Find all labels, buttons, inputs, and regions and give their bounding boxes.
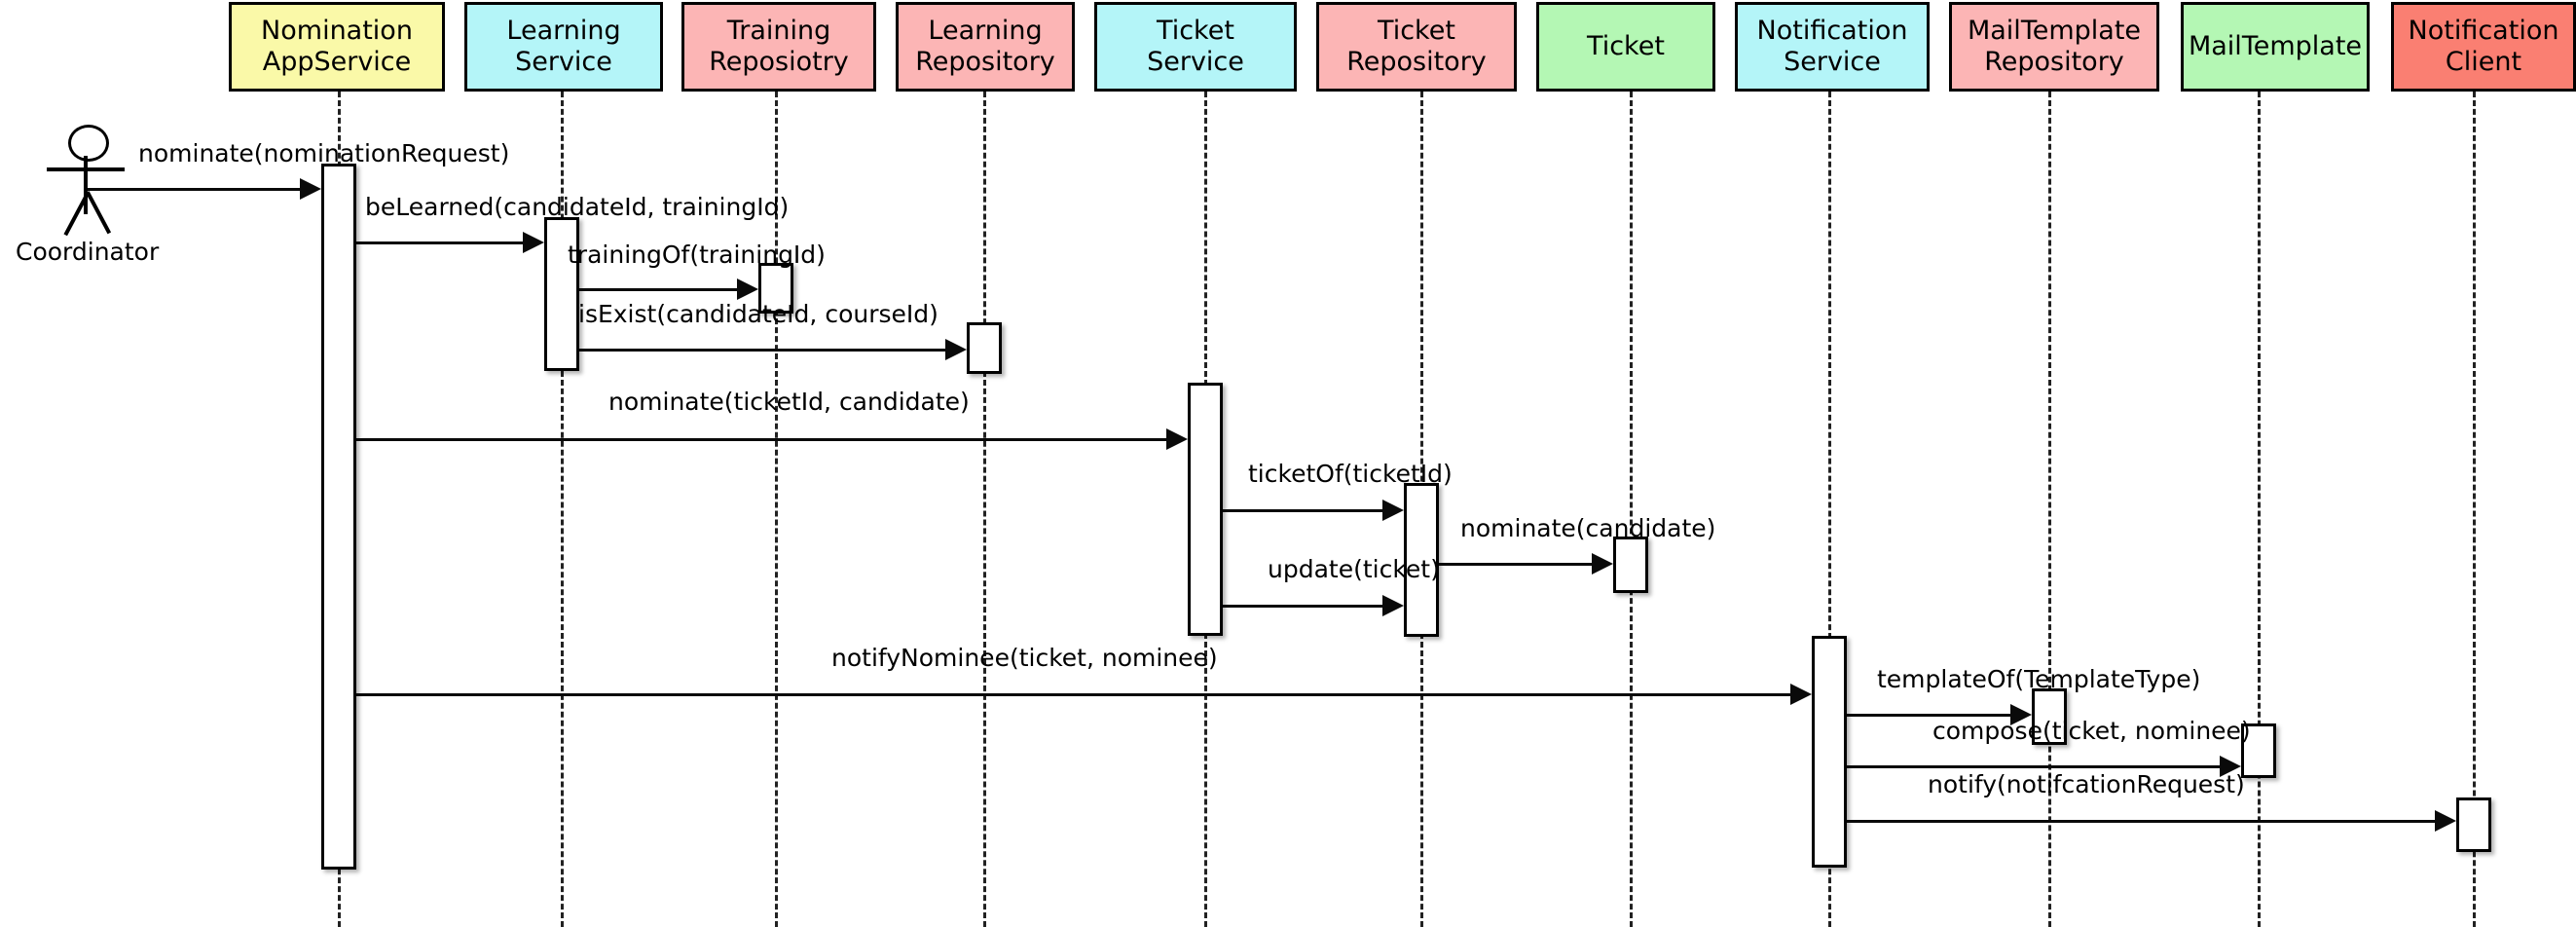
message-arrowhead-msg-nominate-request [300,178,321,200]
message-line-msg-nominate-ticket [356,438,1170,441]
message-arrowhead-msg-be-learned [523,232,544,253]
message-arrowhead-msg-training-of [737,278,758,300]
message-line-msg-compose [1847,765,2224,768]
message-arrowhead-msg-update-ticket [1382,595,1404,616]
activation-bar-training-repository[interactable] [758,263,793,314]
message-label-msg-ticket-of: ticketOf(ticketId) [1248,460,1453,488]
message-label-msg-training-of: trainingOf(trainingId) [568,241,826,269]
message-arrowhead-msg-notify [2435,810,2456,832]
message-arrowhead-msg-compose [2220,756,2241,777]
actor-head-icon [68,125,109,162]
lifeline-dash-notification-service [1828,92,1831,927]
activation-bar-ticket[interactable] [1613,537,1648,593]
lifeline-header-mailtemplate[interactable]: MailTemplate [2181,2,2370,92]
message-label-msg-nominate-candidate: nominate(candidate) [1460,514,1716,542]
lifeline-dash-training-repository [775,92,778,927]
message-line-msg-notify [1847,820,2439,823]
message-label-msg-update-ticket: update(ticket) [1268,555,1440,583]
lifeline-header-ticket[interactable]: Ticket [1536,2,1715,92]
lifeline-dash-mailtemplate-repository [2048,92,2051,927]
lifeline-label-ticket: Ticket [1587,31,1665,62]
lifeline-label-mailtemplate: MailTemplate [2188,31,2363,62]
lifeline-dash-learning-service [561,92,564,927]
lifeline-dash-notification-client [2473,92,2476,927]
message-label-msg-notify: notify(notifcationRequest) [1928,770,2245,798]
activation-bar-notification-service[interactable] [1812,636,1847,868]
message-label-msg-compose: compose(ticket, nominee) [1932,717,2251,745]
activation-bar-notification-client[interactable] [2456,797,2491,852]
message-label-msg-is-exist: isExist(candidateId, courseId) [578,300,938,328]
activation-bar-ticket-service[interactable] [1188,383,1223,636]
actor-body-icon [84,156,88,214]
activation-bar-learning-service[interactable] [544,217,579,371]
actor-leg-right-icon [86,191,112,235]
message-arrowhead-msg-nominate-candidate [1592,553,1613,575]
message-line-msg-nominate-candidate [1439,563,1596,566]
actor-label-coordinator: Coordinator [16,238,160,266]
message-line-msg-template-of [1847,714,2014,717]
message-line-msg-notify-nominee [356,693,1794,696]
lifeline-dash-learning-repository [983,92,986,927]
message-line-msg-be-learned [356,241,527,244]
message-line-msg-is-exist [579,349,949,352]
lifeline-dash-mailtemplate [2258,92,2261,927]
activation-bar-learning-repository[interactable] [967,322,1002,374]
message-line-msg-update-ticket [1223,605,1386,608]
message-label-msg-notify-nominee: notifyNominee(ticket, nominee) [831,644,1218,672]
message-label-msg-nominate-ticket: nominate(ticketId, candidate) [608,388,970,416]
message-arrowhead-msg-notify-nominee [1790,684,1812,705]
actor-leg-left-icon [63,193,90,237]
message-label-msg-be-learned: beLearned(candidateId, trainingId) [365,193,790,221]
activation-bar-nomination-app-service[interactable] [321,164,356,870]
actor-arms-icon [47,167,125,171]
message-line-msg-training-of [579,288,741,291]
message-arrowhead-msg-template-of [2010,704,2032,725]
message-label-msg-template-of: templateOf(TemplateType) [1877,665,2201,693]
activation-bar-ticket-repository[interactable] [1404,483,1439,637]
activation-bar-mailtemplate-repository[interactable] [2032,688,2067,745]
message-line-msg-nominate-request [88,188,304,191]
message-arrowhead-msg-ticket-of [1382,500,1404,521]
activation-bar-mailtemplate[interactable] [2241,723,2276,778]
lifeline-dash-ticket [1630,92,1633,927]
message-arrowhead-msg-is-exist [945,339,967,360]
message-arrowhead-msg-nominate-ticket [1166,428,1188,450]
message-line-msg-ticket-of [1223,509,1386,512]
message-label-msg-nominate-request: nominate(nominationRequest) [138,139,510,167]
